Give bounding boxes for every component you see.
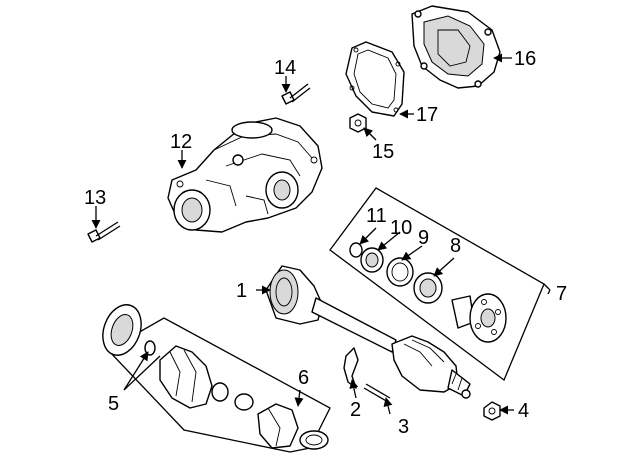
clamp-icon [211,382,254,411]
callout-13: 13 [84,187,106,209]
callout-9: 9 [418,227,429,249]
callout-11: 11 [366,205,387,227]
differential-housing-icon [167,117,323,233]
callout-3: 3 [398,416,409,438]
callout-10: 10 [390,217,412,239]
seal-icon [360,247,384,273]
ring-icon [386,257,414,287]
cv-boot-icon [257,403,299,449]
gasket-ring-icon [102,304,142,356]
callout-15: 15 [372,141,394,163]
clamp-icon [299,430,329,450]
cover-gasket-icon [345,41,405,117]
bolt-icon [281,83,311,105]
clip-icon [343,347,359,389]
bolt-icon [87,221,121,243]
callout-2: 2 [350,399,361,421]
callout-5: 5 [108,393,119,415]
callout-16: 16 [514,48,536,70]
nut-icon [483,401,501,421]
leader-lines [91,53,514,415]
axle-shaft-icon [265,265,471,399]
nut-icon [349,113,367,133]
callout-1: 1 [236,280,247,302]
callout-14: 14 [274,57,296,79]
callout-7: 7 [556,283,567,305]
clamp-icon [144,340,156,356]
differential-cover-icon [411,5,501,89]
callout-8: 8 [450,235,461,257]
kit-outline-7 [329,187,551,382]
callout-6: 6 [298,367,309,389]
o-ring-icon [349,242,363,258]
flange-icon [451,293,507,343]
callout-labels: 1 2 3 4 5 6 7 8 9 10 11 12 13 14 15 16 1… [84,48,567,438]
callout-12: 12 [170,131,192,153]
callout-17: 17 [416,104,438,126]
cv-boot-icon [159,345,213,409]
seal-icon [413,272,443,304]
callout-4: 4 [518,400,529,422]
